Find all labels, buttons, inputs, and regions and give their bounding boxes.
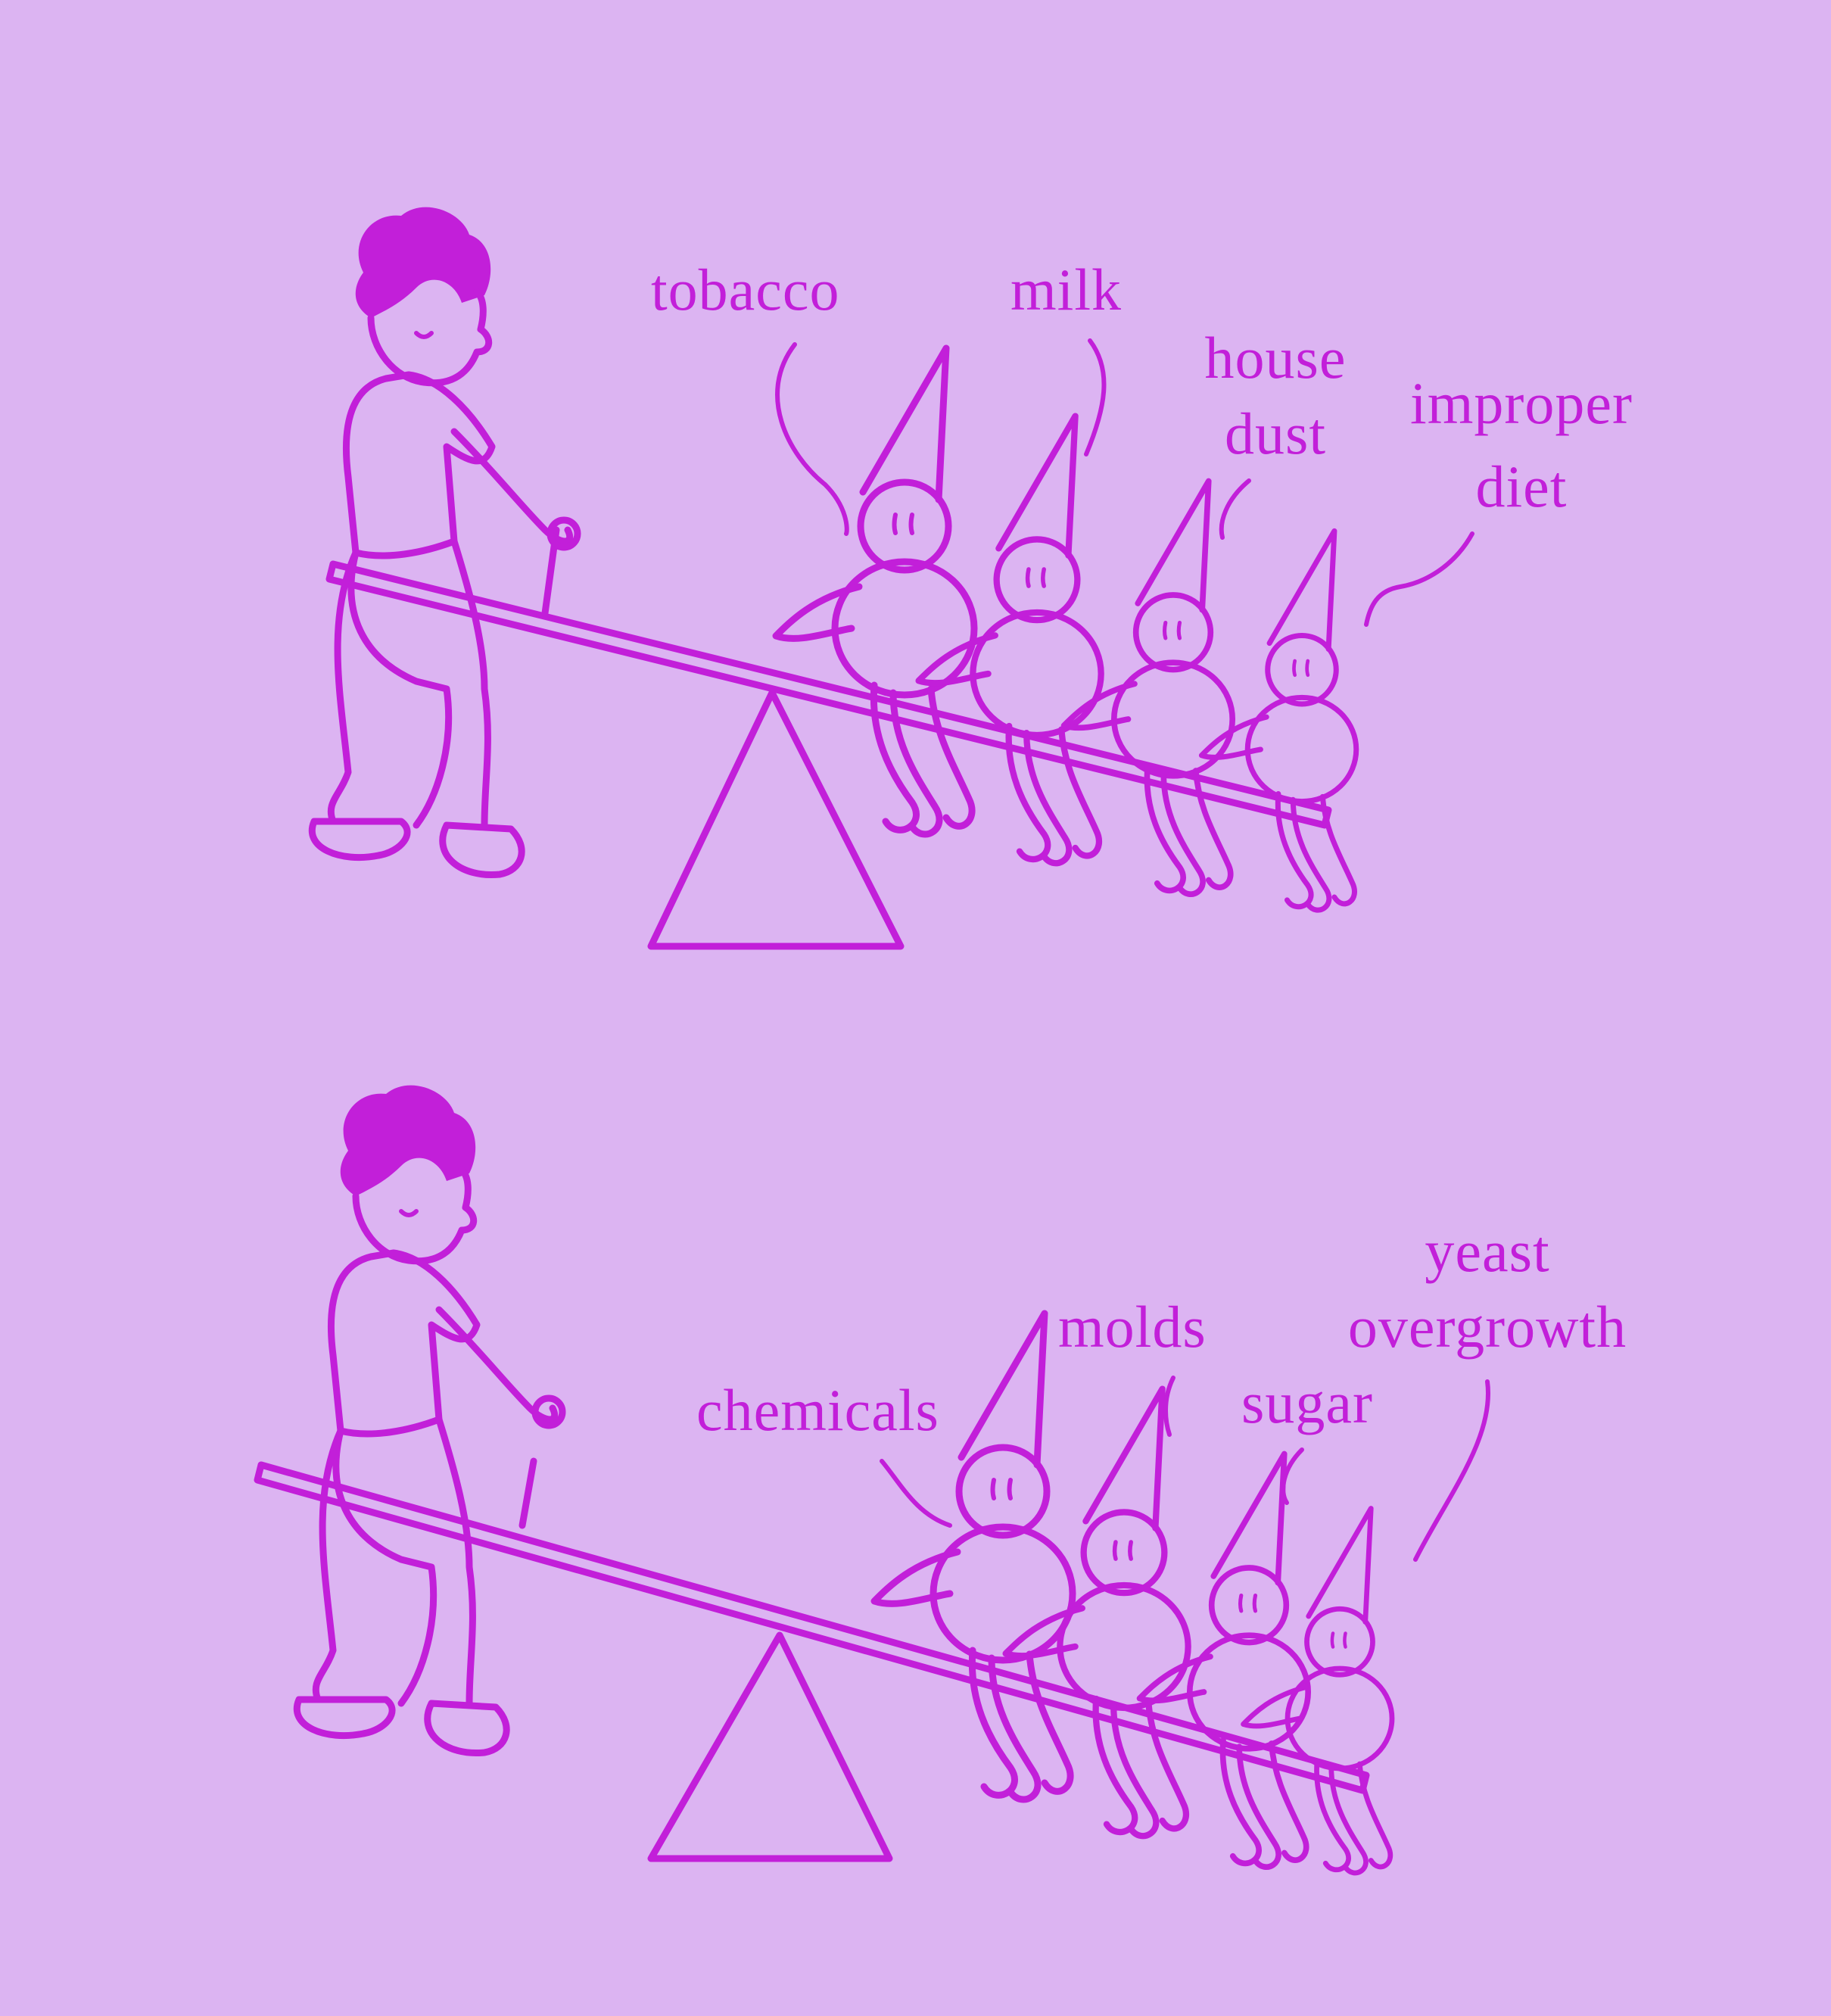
bottom-label-pointers [880,1376,1491,1562]
label-overgrowth: overgrowth [1347,1294,1627,1360]
label-dust: dust [1224,400,1327,466]
label-house: house [1204,325,1347,391]
label-improper: improper [1410,370,1633,436]
label-milk: milk [1010,257,1123,322]
label-sugar: sugar [1241,1369,1373,1435]
top-boy [312,207,578,875]
bottom-boy [297,1086,562,1753]
label-molds: molds [1058,1294,1207,1360]
label-chemicals: chemicals [696,1377,939,1443]
label-tobacco: tobacco [651,257,840,322]
label-diet: diet [1475,453,1568,519]
label-yeast: yeast [1425,1218,1550,1284]
top-label-pointers [775,338,1474,627]
